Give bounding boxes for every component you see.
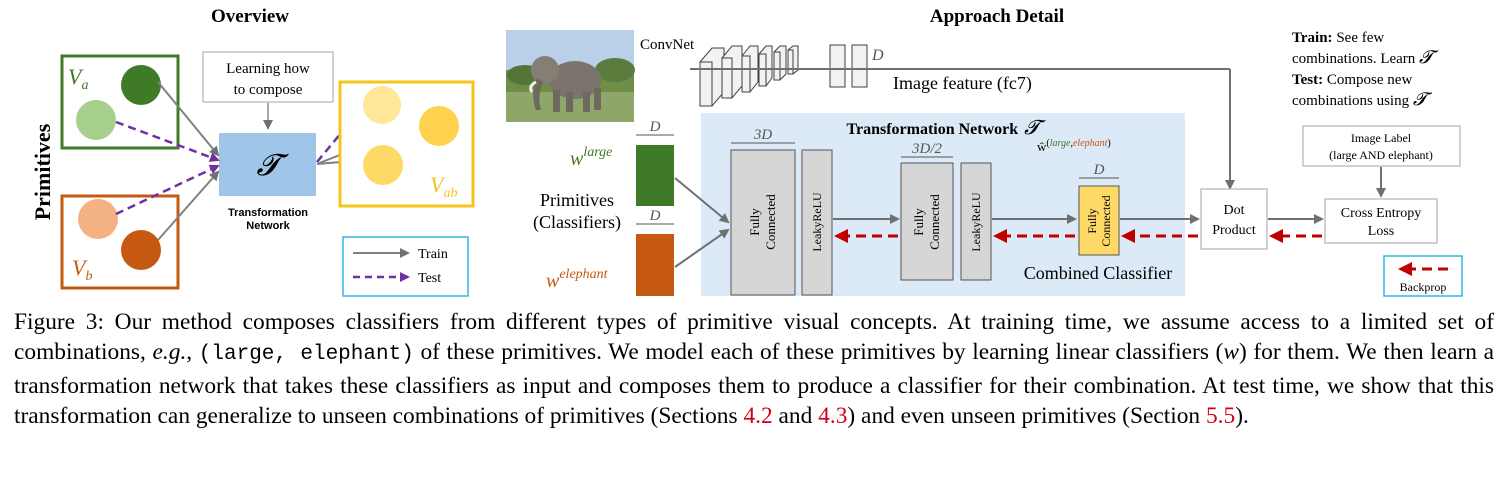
tn-label-1: Transformation <box>228 207 308 219</box>
fc3-layer <box>1078 185 1120 256</box>
vb-light-circle <box>78 199 118 239</box>
va-to-t-test <box>115 120 220 162</box>
w-elephant-vector <box>636 234 674 296</box>
caption-text-5: and <box>772 403 819 430</box>
overview-legend <box>342 236 469 297</box>
vab-label: Vab <box>430 172 457 201</box>
caption-code: (large, elephant) <box>198 343 414 367</box>
fc2-label: FullyConnected <box>911 194 942 250</box>
relu1-label: LeakyReLU <box>810 192 824 252</box>
vab-circle-2 <box>419 106 459 146</box>
vb-dark-circle <box>121 230 161 270</box>
vb-to-t-test <box>115 164 220 216</box>
learning-box <box>202 51 334 103</box>
fc1-label: FullyConnected <box>747 194 778 250</box>
cross-entropy-line-1: Cross Entropy <box>1341 206 1422 221</box>
elephant-photo <box>506 30 635 122</box>
dot-product-line-1: Dot <box>1224 203 1245 218</box>
fc3-dim: D <box>1093 162 1105 178</box>
figure-3: Overview Primitives Va Vb Learning how t… <box>30 6 1463 297</box>
image-feature-label: Image feature (fc7) <box>893 73 1032 94</box>
relu2-layer <box>960 162 992 281</box>
va-light-circle <box>76 100 116 140</box>
image-label-line-1: Image Label <box>1351 131 1412 145</box>
backprop-legend-label: Backprop <box>1400 280 1447 294</box>
w-elephant-arrow <box>674 228 730 268</box>
legend-train-label: Train <box>418 247 448 262</box>
section-ref-5-5[interactable]: 5.5 <box>1205 403 1236 430</box>
vab-circle-1 <box>363 86 401 124</box>
figure-caption: Figure 3: Our method composes classifier… <box>14 307 1494 432</box>
w-large-label: wlarge <box>570 145 612 170</box>
w-large-vector <box>636 145 674 206</box>
overview-title: Overview <box>211 6 289 27</box>
fc3-label: FullyConnected <box>1085 195 1113 246</box>
w-elephant-label: welephant <box>546 267 609 292</box>
w-hat-label: ŵ(large,elephant) <box>1037 138 1111 154</box>
va-to-t-train <box>157 81 220 157</box>
t-box <box>219 133 316 196</box>
fc2-dim: 3D/2 <box>911 141 943 157</box>
relu2-label: LeakyReLU <box>969 192 983 252</box>
cross-entropy-box <box>1324 198 1438 244</box>
w-large-arrow <box>674 177 730 224</box>
fc1-layer <box>730 149 796 296</box>
vab-box <box>338 80 475 208</box>
caption-text-3: of these primitives. We model each of th… <box>413 339 1224 366</box>
caption-text-2: , <box>186 339 199 366</box>
caption-text-6: ) and even unseen primitives (Section <box>847 403 1206 430</box>
va-label: Va <box>68 64 88 93</box>
w-large-dim: D <box>649 119 661 135</box>
dot-product-box <box>1200 188 1268 250</box>
vab-circle-3 <box>363 145 403 185</box>
primitives-classifiers-1: Primitives <box>540 190 614 210</box>
learning-line-2: to compose <box>234 82 303 98</box>
caption-eg: e.g. <box>152 339 187 366</box>
caption-w: w <box>1223 339 1239 366</box>
image-label-box <box>1302 125 1461 167</box>
section-ref-4-3[interactable]: 4.3 <box>818 403 848 430</box>
convnet-label: ConvNet <box>640 37 695 53</box>
test-note-1: Test: Compose new <box>1292 72 1412 88</box>
approach-title: Approach Detail <box>930 6 1064 27</box>
convnet-layers <box>699 44 868 107</box>
vb-label: Vb <box>72 255 92 284</box>
image-label-line-2: (large AND elephant) <box>1329 148 1433 162</box>
caption-text-1: Figure 3: Our method composes classifier… <box>14 309 1494 366</box>
dot-product-line-2: Product <box>1212 223 1256 238</box>
feature-dim-d: D <box>871 47 884 64</box>
fc2-layer <box>900 162 954 281</box>
vb-to-t-train <box>157 170 220 241</box>
primitives-classifiers-2: (Classifiers) <box>533 212 621 233</box>
relu1-layer <box>801 149 833 296</box>
learning-line-1: Learning how <box>226 61 310 77</box>
caption-text-7: ). <box>1235 403 1249 430</box>
backprop-legend <box>1383 255 1463 297</box>
train-note-1: Train: See few <box>1292 30 1384 46</box>
section-ref-4-2[interactable]: 4.2 <box>743 403 773 430</box>
combined-classifier-label: Combined Classifier <box>1024 263 1172 283</box>
caption-text-4: ) for them. We then learn a transformati… <box>14 339 1494 430</box>
cross-entropy-line-2: Loss <box>1368 224 1394 239</box>
fc1-dim: 3D <box>753 127 773 143</box>
test-note-2: combinations using 𝓣 <box>1292 89 1433 109</box>
train-note-2: combinations. Learn 𝓣 <box>1292 47 1439 67</box>
w-elephant-dim: D <box>649 208 661 224</box>
tn-label-2: Network <box>246 220 290 232</box>
legend-test-label: Test <box>418 271 441 286</box>
va-dark-circle <box>121 65 161 105</box>
primitives-vertical-label: Primitives <box>30 123 55 220</box>
